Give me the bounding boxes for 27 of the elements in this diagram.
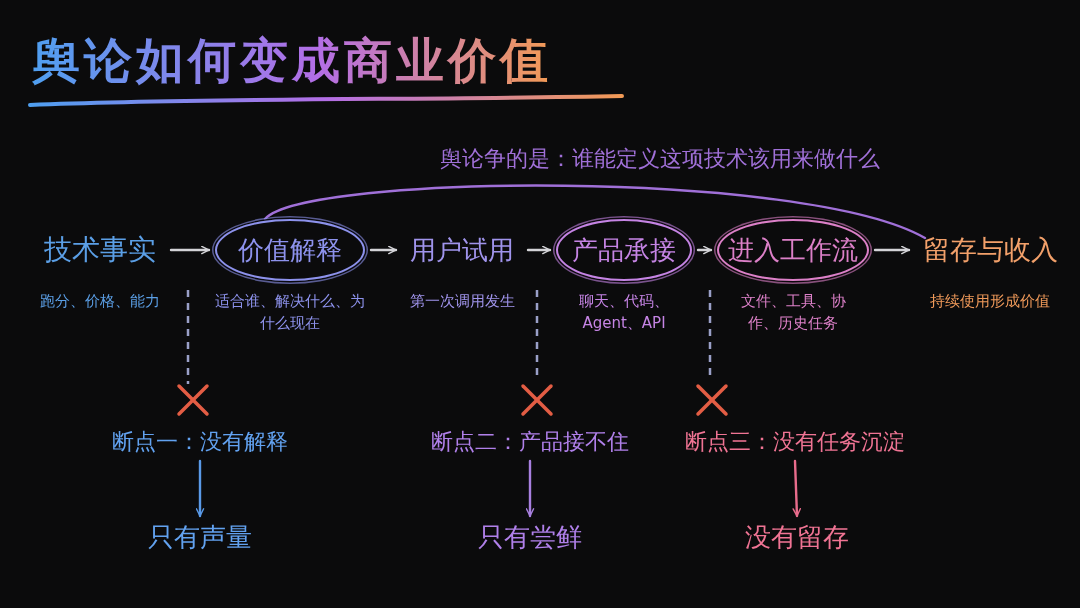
breakpoint-label: 断点三：没有任务沉淀 (670, 425, 920, 459)
breakpoint-label: 断点一：没有解释 (95, 425, 305, 459)
circled-step: 产品承接 (556, 219, 692, 281)
step-label: 用户试用 (402, 230, 522, 270)
arrow (792, 459, 802, 518)
step-label: 技术事实 (35, 230, 165, 270)
arrow (873, 245, 911, 255)
circled-step: 价值解释 (215, 219, 365, 281)
step-note: 跑分、价格、能力 (39, 291, 161, 312)
outcome-label: 没有留存 (732, 518, 862, 556)
arc-connector (263, 184, 927, 240)
outcome-label: 只有尝鲜 (465, 518, 595, 556)
breakpoint-label: 断点二：产品接不住 (415, 425, 645, 459)
step-label: 留存与收入 (915, 230, 1065, 270)
step-note: 持续使用形成价值 (929, 291, 1051, 312)
arrow (195, 459, 205, 518)
arrow (526, 245, 552, 255)
arrow (169, 245, 211, 255)
step-note: 聊天、代码、Agent、API (578, 291, 670, 334)
step-note: 文件、工具、协作、历史任务 (739, 291, 847, 334)
arrow (696, 245, 713, 255)
arrow (369, 245, 398, 255)
step-note: 适合谁、解决什么、为什么现在 (214, 291, 366, 334)
arrow (525, 459, 535, 518)
circled-step: 进入工作流 (717, 219, 869, 281)
step-note: 第一次调用发生 (408, 291, 516, 312)
outcome-label: 只有声量 (135, 518, 265, 556)
